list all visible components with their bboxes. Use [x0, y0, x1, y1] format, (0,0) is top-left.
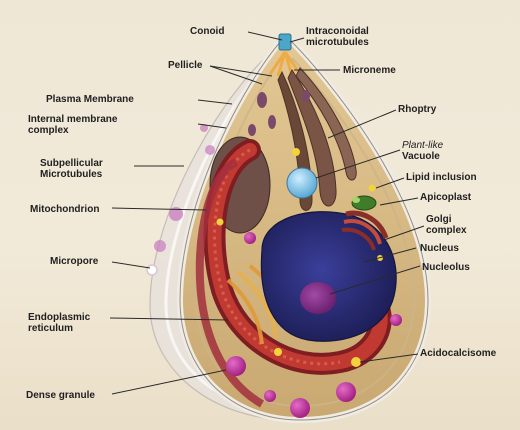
label-er-line2: reticulum	[28, 323, 90, 334]
label-imc-line2: complex	[28, 125, 117, 136]
label-nucleus: Nucleus	[420, 243, 459, 254]
label-er-line1: Endoplasmic	[28, 312, 90, 323]
label-micropore: Micropore	[50, 256, 98, 267]
label-intraconoidal-line1: Intraconoidal	[306, 26, 369, 37]
label-intraconoidal-line2: microtubules	[306, 37, 369, 48]
label-lipid-inclusion: Lipid inclusion	[406, 172, 477, 183]
nucleolus-shape	[300, 282, 336, 314]
label-plant-like-line2: Vacuole	[402, 151, 443, 162]
conoid-shape	[279, 34, 291, 50]
label-golgi-complex: Golgi complex	[426, 214, 467, 236]
label-golgi-line1: Golgi	[426, 214, 467, 225]
label-mitochondrion: Mitochondrion	[30, 204, 99, 215]
label-subpellicular-microtubules: Subpellicular Microtubules	[40, 158, 103, 180]
acidocalcisome-shape	[351, 357, 361, 367]
label-acidocalcisome: Acidocalcisome	[420, 348, 496, 359]
label-apicoplast: Apicoplast	[420, 192, 471, 203]
label-golgi-line2: complex	[426, 225, 467, 236]
label-plant-like-line1: Plant-like	[402, 140, 443, 151]
micropore-shape	[147, 265, 157, 275]
label-intraconoidal: Intraconoidal microtubules	[306, 26, 369, 48]
label-pellicle: Pellicle	[168, 60, 202, 71]
label-internal-membrane-complex: Internal membrane complex	[28, 114, 117, 136]
label-subpellicular-line1: Subpellicular	[40, 158, 103, 169]
label-subpellicular-line2: Microtubules	[40, 169, 103, 180]
label-endoplasmic-reticulum: Endoplasmic reticulum	[28, 312, 90, 334]
label-plasma-membrane: Plasma Membrane	[46, 94, 134, 105]
label-rhoptry: Rhoptry	[398, 104, 436, 115]
label-dense-granule: Dense granule	[26, 390, 95, 401]
label-plant-like-vacuole: Plant-like Vacuole	[402, 140, 443, 162]
label-microneme: Microneme	[343, 65, 396, 76]
nucleus-shape	[261, 212, 396, 342]
plant-like-vacuole-shape	[287, 168, 317, 198]
label-conoid: Conoid	[190, 26, 224, 37]
label-imc-line1: Internal membrane	[28, 114, 117, 125]
label-nucleolus: Nucleolus	[422, 262, 470, 273]
